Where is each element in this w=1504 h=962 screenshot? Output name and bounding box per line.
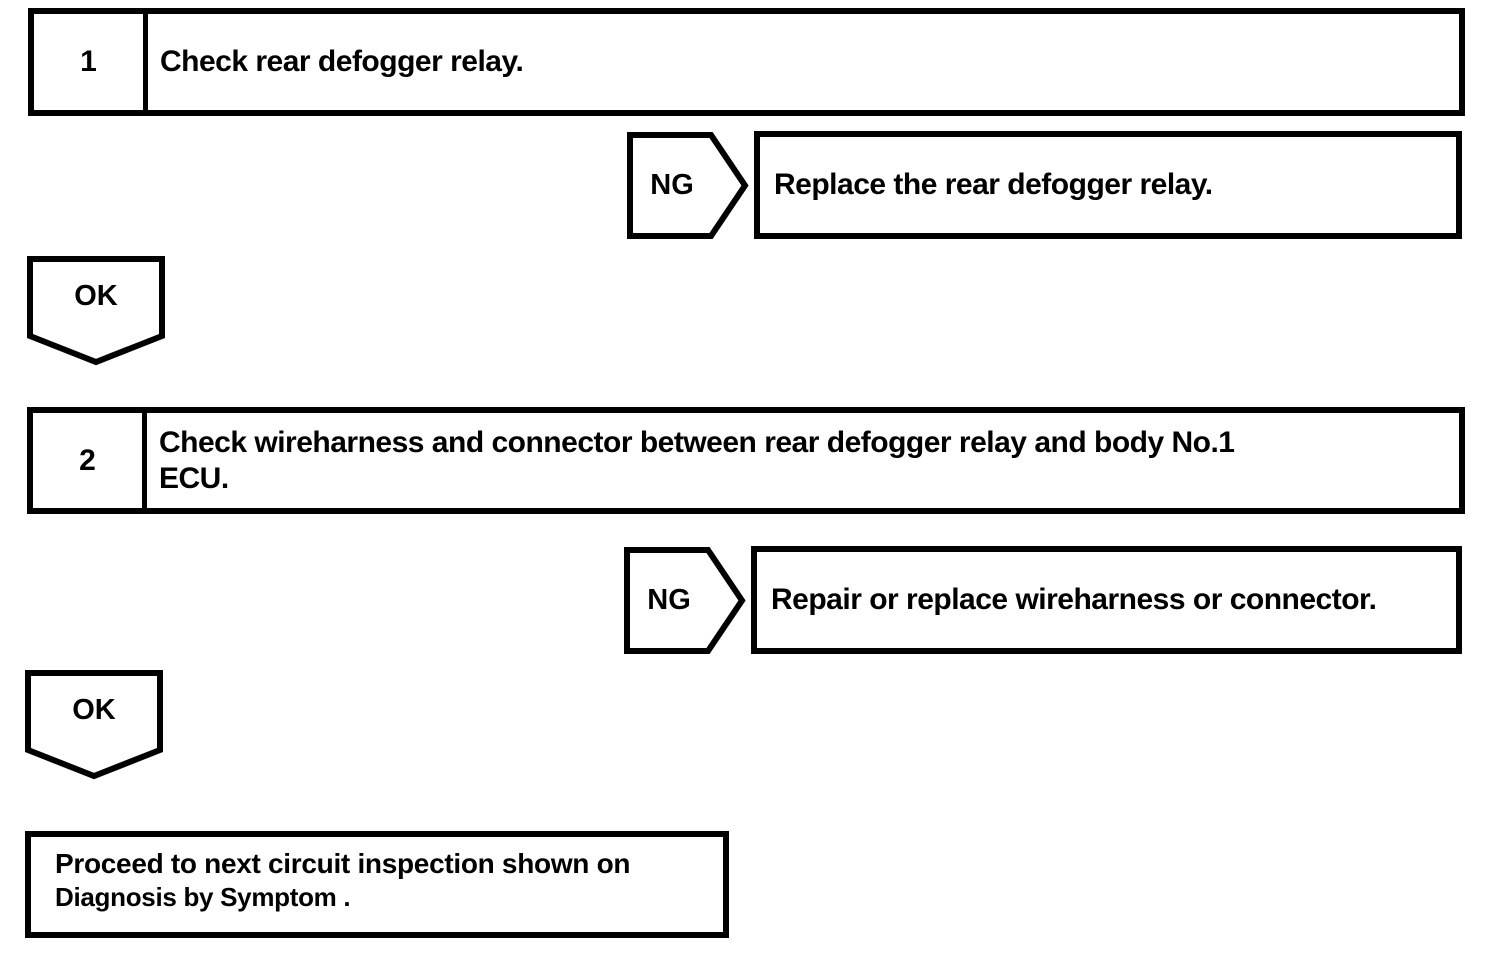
step-1-number: 1	[34, 14, 148, 110]
step-1-instruction: Check rear defogger relay.	[160, 45, 524, 79]
final-instruction-box: Proceed to next circuit inspection shown…	[25, 831, 729, 938]
step-2-instruction: Check wireharness and connector between …	[159, 426, 1235, 495]
ng-2-action-text: Repair or replace wireharness or connect…	[771, 583, 1377, 616]
ok-down-arrow-icon	[25, 670, 163, 780]
ok-2-label: OK	[72, 693, 116, 726]
ng-1-label: NG	[650, 169, 694, 201]
ng-2-connector: NG	[624, 546, 746, 655]
ok-2-connector: OK	[24, 670, 164, 780]
ng-right-arrow-icon	[624, 547, 746, 654]
step-2-number: 2	[33, 413, 147, 508]
ng-2-label: NG	[647, 584, 691, 616]
final-line-2: Diagnosis by Symptom .	[55, 882, 351, 912]
ng-1-connector: NG	[627, 131, 749, 240]
ok-down-arrow-icon	[27, 256, 165, 366]
step-2-instruction-cell: Check wireharness and connector between …	[147, 413, 1459, 508]
final-line-1: Proceed to next circuit inspection shown…	[55, 848, 631, 879]
step-1-box: 1 Check rear defogger relay.	[28, 8, 1465, 116]
step-1-instruction-cell: Check rear defogger relay.	[148, 14, 1459, 110]
step-2-box: 2 Check wireharness and connector betwee…	[27, 407, 1465, 514]
ng-right-arrow-icon	[627, 132, 749, 239]
ng-2-action-box: Repair or replace wireharness or connect…	[751, 546, 1462, 654]
ok-1-label: OK	[74, 279, 118, 312]
ng-1-action-box: Replace the rear defogger relay.	[754, 131, 1462, 239]
ng-1-action-text: Replace the rear defogger relay.	[774, 168, 1213, 201]
ok-1-connector: OK	[26, 256, 166, 366]
